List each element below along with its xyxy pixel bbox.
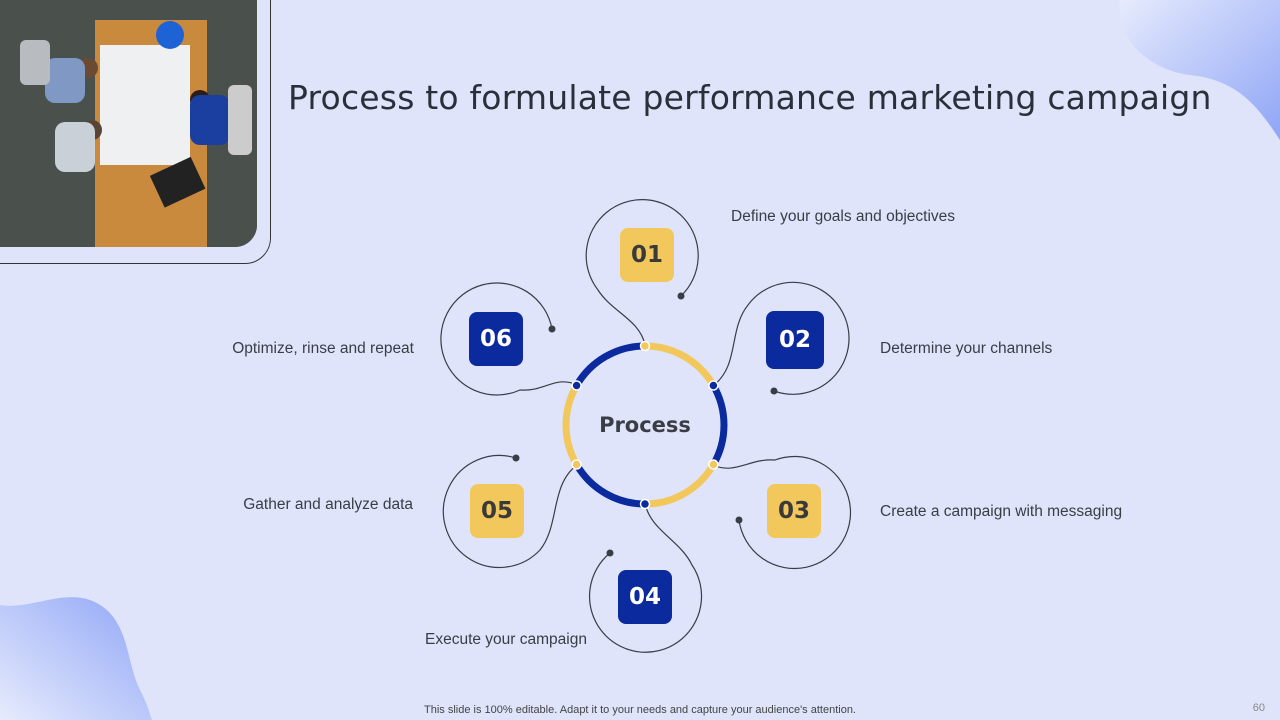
page-title: Process to formulate performance marketi… bbox=[288, 78, 1212, 117]
step-label-02: Determine your channels bbox=[880, 340, 1053, 357]
ring-arc-blue-2 bbox=[573, 462, 646, 508]
center-label: Process bbox=[599, 413, 691, 437]
step-badge-04: 04 bbox=[618, 570, 672, 624]
step-badge-06: 06 bbox=[469, 312, 523, 366]
team-meeting-photo bbox=[0, 0, 257, 247]
connector-curves bbox=[440, 199, 852, 653]
ring-arc-blue-3 bbox=[573, 342, 646, 388]
step-label-03: Create a campaign with messaging bbox=[880, 503, 1123, 520]
step-label-05: Gather and analyze data bbox=[243, 496, 413, 513]
blob-top-right bbox=[1119, 0, 1280, 140]
ring-arc-yellow-2 bbox=[644, 462, 717, 508]
step-label-01: Define your goals and objectives bbox=[731, 208, 956, 225]
connector-04 bbox=[588, 502, 703, 653]
step-label-04: Execute your campaign bbox=[425, 631, 587, 648]
connector-02 bbox=[712, 281, 850, 395]
blob-bottom-left bbox=[0, 597, 152, 720]
footer-note: This slide is 100% editable. Adapt it to… bbox=[424, 704, 856, 716]
step-badge-02: 02 bbox=[766, 311, 824, 369]
step-label-06: Optimize, rinse and repeat bbox=[232, 340, 414, 357]
ring-nodes bbox=[571, 340, 719, 510]
process-ring bbox=[562, 342, 728, 508]
step-badge-03: 03 bbox=[767, 484, 821, 538]
photo-frame bbox=[0, 0, 271, 264]
connector-03 bbox=[712, 455, 852, 570]
step-badge-05: 05 bbox=[470, 484, 524, 538]
step-badge-01: 01 bbox=[620, 228, 674, 282]
connector-dots bbox=[512, 292, 778, 557]
connector-05 bbox=[442, 454, 578, 569]
ring-arc-yellow-3 bbox=[562, 383, 580, 467]
connector-01 bbox=[585, 199, 699, 346]
ring-arc-blue-1 bbox=[710, 383, 728, 467]
ring-arc-yellow-1 bbox=[644, 342, 717, 388]
page-number: 60 bbox=[1252, 702, 1265, 714]
connector-06 bbox=[440, 282, 578, 396]
